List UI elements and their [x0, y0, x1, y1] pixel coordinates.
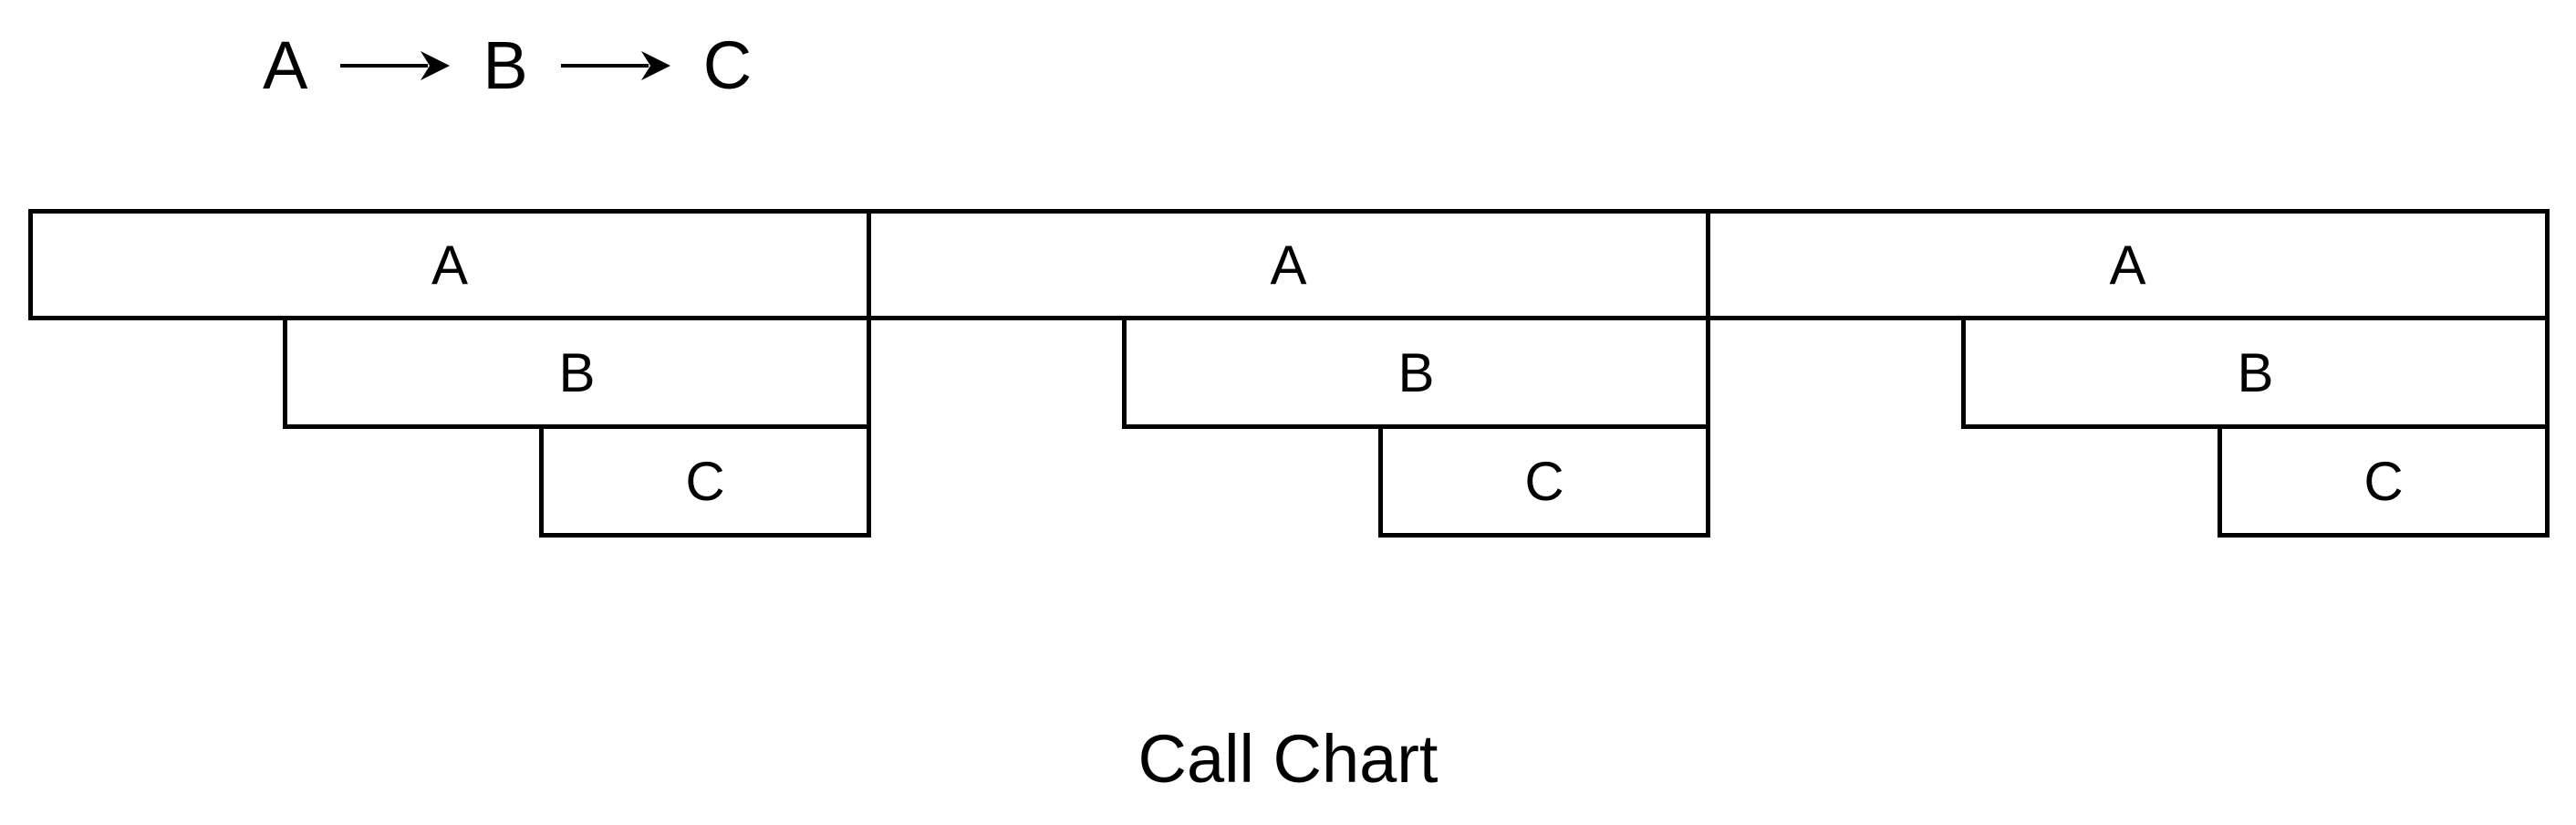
call-frame-label: B [558, 341, 596, 403]
call-frame-label: C [685, 450, 725, 512]
sequence-node-b: B [483, 27, 528, 103]
call-frame-b: B [283, 316, 871, 429]
call-frame-label: B [1397, 341, 1435, 403]
call-frame-c: C [539, 424, 871, 538]
call-frame-label: B [2237, 341, 2274, 403]
call-frame-label: C [2363, 450, 2404, 512]
call-frame-a: A [28, 209, 871, 320]
right-arrow-icon [560, 51, 670, 80]
call-frame-c: C [1378, 424, 1710, 538]
sequence-node-c: C [702, 27, 753, 103]
call-frame-b: B [1961, 316, 2550, 429]
right-arrow-icon [340, 51, 451, 80]
call-frame-label: A [2109, 234, 2146, 296]
call-frame-c: C [2218, 424, 2550, 538]
call-frame-b: B [1122, 316, 1710, 429]
call-frame-a: A [1706, 209, 2550, 320]
figure-caption: Call Chart [1137, 721, 1439, 797]
call-frame-a: A [867, 209, 1710, 320]
call-sequence: A B C [263, 30, 752, 101]
call-frame-label: A [1270, 234, 1307, 296]
call-frame-label: C [1524, 450, 1564, 512]
call-frame-label: A [431, 234, 469, 296]
sequence-node-a: A [263, 27, 308, 103]
